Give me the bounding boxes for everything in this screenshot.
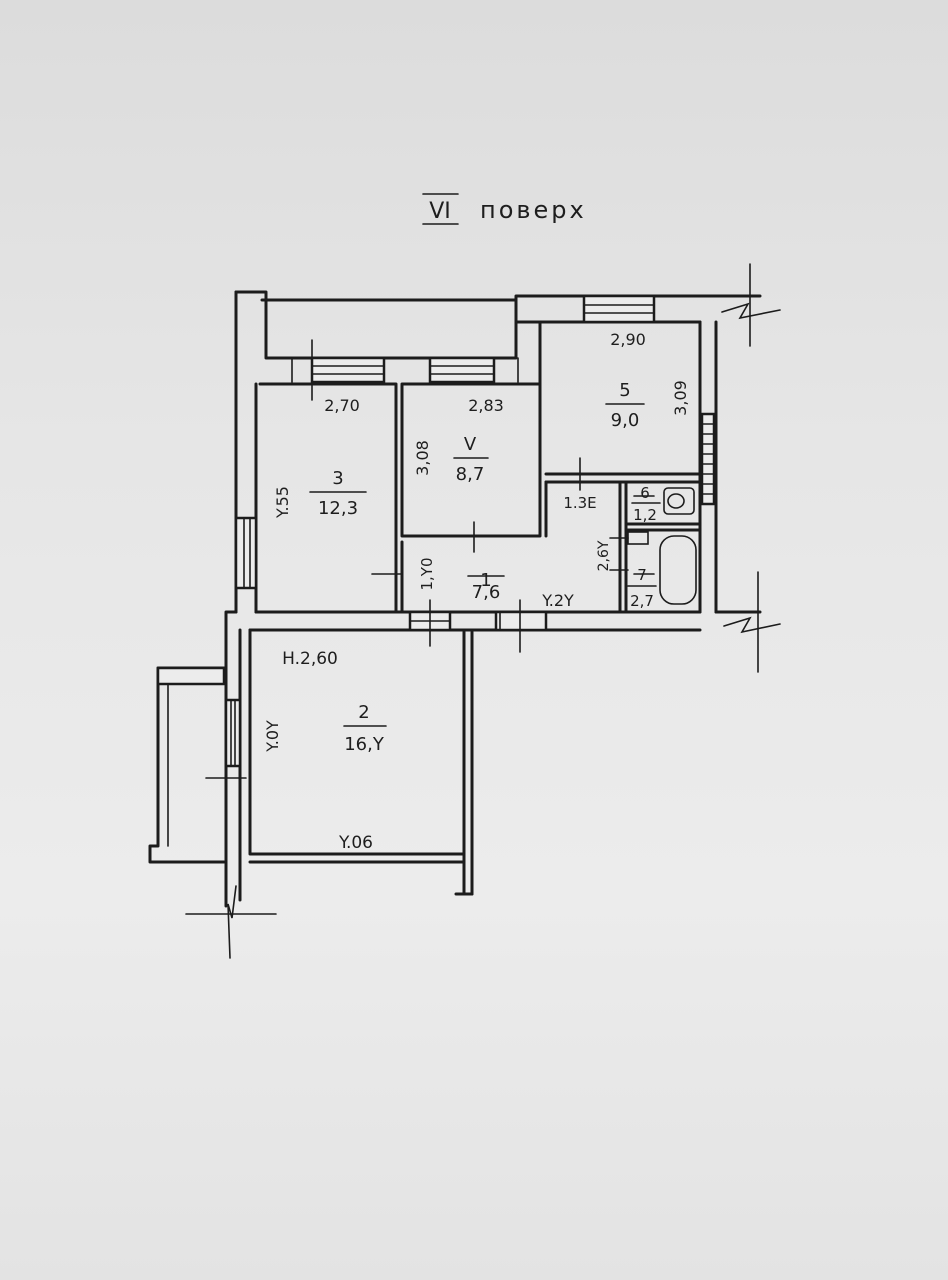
- room-3: [234, 382, 398, 614]
- sink-icon: [627, 531, 649, 545]
- dim-2-64: 2,6Y: [596, 540, 612, 571]
- room-labels: 3 12,3 V 8,7 5 9,0 6 1,2 7 2,7 1 7,6 2 1…: [309, 380, 661, 755]
- dim-4-06: Y.06: [338, 833, 373, 853]
- room-3-area: 12,3: [318, 498, 358, 519]
- bathrooms: [544, 480, 702, 614]
- dim-2-90: 2,90: [610, 330, 646, 349]
- windows-top: [291, 294, 656, 401]
- room-4-number: V: [464, 434, 477, 455]
- room-4: [400, 382, 542, 553]
- dim-2-83: 2,83: [468, 396, 504, 415]
- room-2: [148, 610, 474, 959]
- dim-2-70: 2,70: [324, 396, 360, 415]
- room-1-area: 7,6: [472, 582, 501, 603]
- room-2-number: 2: [358, 702, 369, 723]
- ceiling-height: H.2,60: [282, 649, 338, 669]
- bathtub-icon: [659, 535, 697, 605]
- room-2-area: 16,Y: [344, 734, 385, 755]
- dim-3-09: 3,09: [671, 380, 690, 416]
- room-6-number: 6: [640, 484, 650, 502]
- room-7-area: 2,7: [630, 592, 654, 610]
- room-5-number: 5: [619, 380, 630, 401]
- dim-1-35: 1.3E: [563, 494, 596, 512]
- room-7-number: 7: [637, 566, 647, 584]
- dim-1-40: 1,Y0: [418, 557, 436, 590]
- room-4-area: 8,7: [456, 464, 485, 485]
- room-6-area: 1,2: [633, 506, 657, 524]
- room-3-number: 3: [332, 468, 343, 489]
- toilet-icon: [663, 487, 695, 515]
- dimension-labels: 2,70 2,83 2,90 3,09 3,08 Y.55 1,Y0 Y.2Y …: [263, 330, 690, 853]
- dim-4-55: Y.55: [273, 486, 292, 519]
- floor-numeral: VI: [429, 199, 451, 224]
- dim-3-08: 3,08: [413, 440, 432, 476]
- dim-4-04: Y.0Y: [263, 720, 282, 753]
- room-1-number: 1: [480, 570, 491, 591]
- room-5: [544, 412, 716, 506]
- corridor: [248, 540, 702, 653]
- floor-title: VI поверх: [422, 193, 587, 225]
- dim-4-24: Y.2Y: [541, 591, 574, 610]
- floor-word: поверх: [480, 196, 587, 224]
- room-5-area: 9,0: [611, 410, 640, 431]
